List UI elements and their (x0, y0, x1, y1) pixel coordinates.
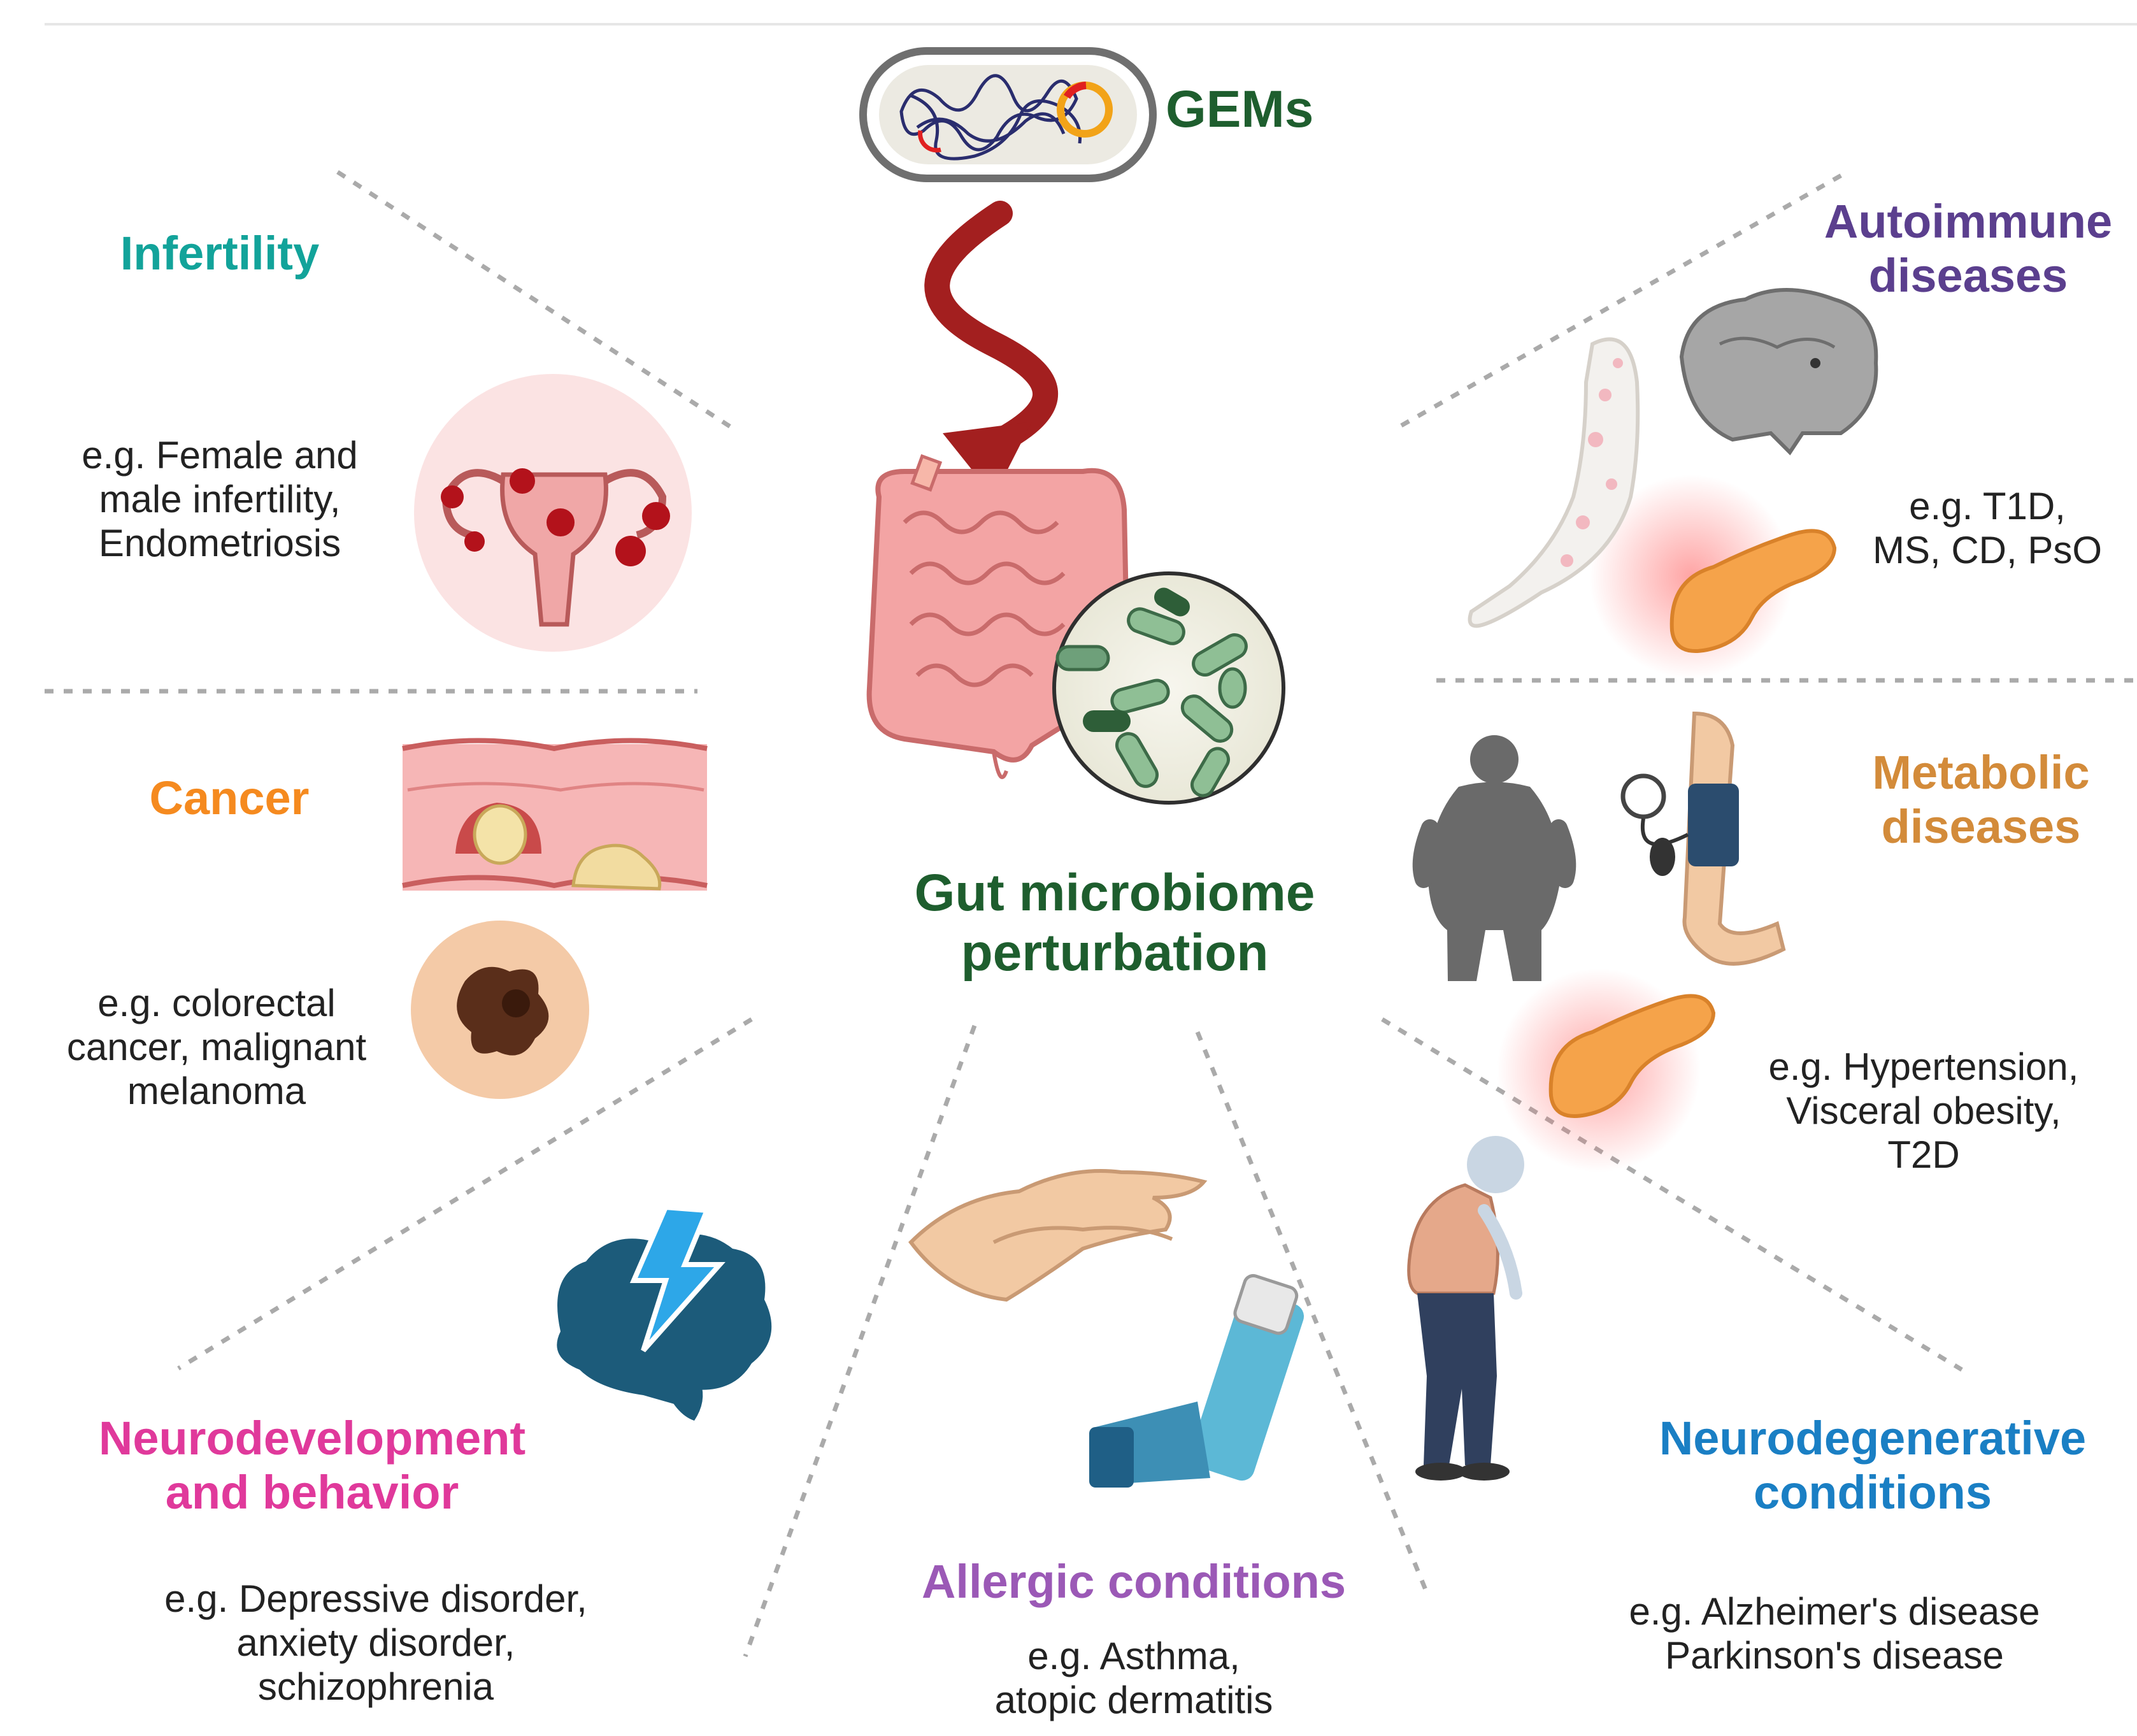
infertility-title-line1: Infertility (120, 227, 320, 280)
cancer-examples: e.g. colorectal cancer, malignant melano… (51, 981, 382, 1113)
neurodevelopment-title-line2: and behavior (165, 1466, 459, 1519)
pancreas-icon (1589, 475, 1837, 678)
metabolic-example-line2: Visceral obesity, (1786, 1089, 2061, 1132)
cancer-example-line1: e.g. colorectal (97, 982, 336, 1024)
metabolic-title-line2: diseases (1881, 800, 2081, 854)
obese-body-icon (1412, 735, 1576, 981)
inhaler-icon (1089, 1273, 1304, 1488)
uterus-icon (414, 374, 692, 652)
metabolic-example-line1: e.g. Hypertension, (1768, 1045, 2079, 1088)
neurodevelopment-example-line3: schizophrenia (257, 1665, 494, 1708)
infertility-example-line3: Endometriosis (98, 522, 341, 564)
cancer-title: Cancer (102, 771, 357, 825)
autoimmune-title-line2: diseases (1868, 249, 2068, 303)
pancreas-icon (1497, 968, 1716, 1172)
blood-pressure-arm-icon (1620, 711, 1786, 966)
center-title-line1: Gut microbiome (914, 864, 1315, 922)
autoimmune-example-line1: e.g. T1D, (1909, 485, 2066, 527)
center-title: Gut microbiome perturbation (847, 863, 1382, 984)
colon-tumor-icon (402, 738, 708, 891)
autoimmune-example-line2: MS, CD, PsO (1872, 529, 2103, 571)
infertility-examples: e.g. Female and male infertility, Endome… (57, 433, 382, 565)
cancer-example-line3: melanoma (127, 1070, 306, 1112)
allergic-example-line1: e.g. Asthma, (1027, 1635, 1240, 1677)
metabolic-title: Metabolic diseases (1841, 745, 2121, 854)
allergic-title: Allergic conditions (892, 1554, 1376, 1609)
divider-infertility (336, 170, 734, 430)
gems-label: GEMs (1166, 80, 1357, 140)
elderly-person-icon (1407, 1136, 1524, 1481)
metabolic-example-line3: T2D (1887, 1133, 1960, 1176)
neurodevelopment-example-line1: e.g. Depressive disorder, (164, 1577, 587, 1620)
center-title-line2: perturbation (961, 924, 1269, 982)
neurodegenerative-example-line1: e.g. Alzheimer's disease (1629, 1590, 2040, 1633)
infertility-title: Infertility (83, 226, 357, 280)
arm-rash-icon (1468, 337, 1640, 628)
brain-section-icon (1679, 288, 1878, 456)
allergic-example-line2: atopic dermatitis (994, 1679, 1273, 1721)
autoimmune-title-line1: Autoimmune (1824, 195, 2113, 248)
neurodegenerative-title: Neurodegenerative conditions (1631, 1411, 2115, 1519)
bacterium-icon (859, 47, 1157, 182)
neurodegenerative-example-line2: Parkinson's disease (1665, 1634, 2004, 1677)
divider-autoimmune (1400, 169, 1848, 428)
cancer-title-line1: Cancer (149, 771, 310, 824)
divider-cancer-neuro (177, 1017, 753, 1370)
neurodegenerative-examples: e.g. Alzheimer's disease Parkinson's dis… (1573, 1589, 2096, 1677)
perturbation-arrow (924, 201, 1058, 497)
allergic-examples: e.g. Asthma, atopic dermatitis (943, 1634, 1325, 1722)
neurodegenerative-title-line1: Neurodegenerative (1659, 1412, 2087, 1465)
section-dividers (45, 169, 2137, 1658)
hands-scratching-icon (908, 1169, 1208, 1302)
cancer-example-line2: cancer, malignant (66, 1026, 367, 1068)
melanoma-icon (411, 921, 589, 1099)
neurodegenerative-title-line2: conditions (1753, 1466, 1992, 1519)
metabolic-examples: e.g. Hypertension, Visceral obesity, T2D (1739, 1045, 2108, 1177)
divider-allergic-neurodeg (1195, 1031, 1429, 1594)
allergic-title-line1: Allergic conditions (921, 1555, 1347, 1608)
infertility-example-line2: male infertility, (99, 478, 341, 520)
metabolic-title-line1: Metabolic (1872, 746, 2090, 799)
autoimmune-title: Autoimmune diseases (1809, 194, 2127, 303)
microbe-lens-icon (1052, 571, 1285, 805)
gems-label-text: GEMs (1166, 80, 1314, 138)
neurodevelopment-examples: e.g. Depressive disorder, anxiety disord… (127, 1577, 624, 1709)
neurodevelopment-title: Neurodevelopment and behavior (70, 1411, 554, 1519)
neurodevelopment-title-line1: Neurodevelopment (98, 1412, 526, 1465)
divider-neuro-allergic (743, 1024, 977, 1658)
neurodevelopment-example-line2: anxiety disorder, (236, 1621, 515, 1664)
brain-lightning-icon (557, 1204, 772, 1421)
autoimmune-examples: e.g. T1D, MS, CD, PsO (1847, 484, 2127, 572)
infertility-example-line1: e.g. Female and (82, 434, 358, 477)
